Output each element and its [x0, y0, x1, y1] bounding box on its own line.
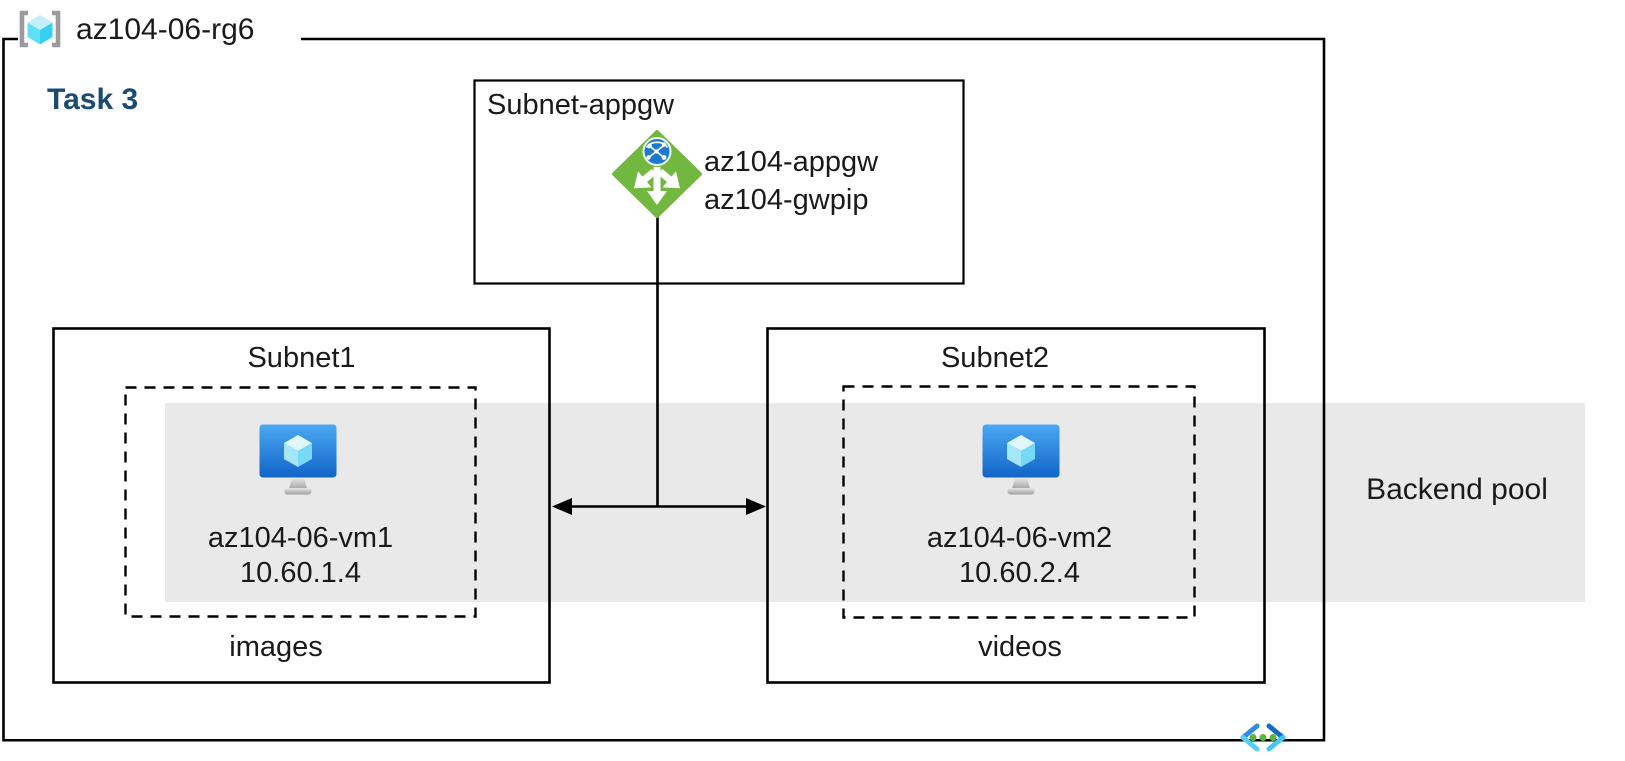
subnet1-label: Subnet1 — [247, 342, 356, 374]
vm1-ip: 10.60.1.4 — [240, 557, 361, 589]
subnet2-backend-target: videos — [978, 631, 1062, 663]
appgw-public-ip-name: az104-gwpip — [704, 184, 869, 216]
resource-group-icon — [19, 10, 61, 48]
appgw-subnet-label: Subnet-appgw — [487, 89, 675, 121]
application-gateway-icon — [612, 130, 702, 218]
vm2-ip: 10.60.2.4 — [959, 557, 1080, 589]
vm1-name: az104-06-vm1 — [207, 522, 394, 554]
virtual-network-icon — [1240, 723, 1286, 752]
resource-group-name: az104-06-rg6 — [76, 13, 255, 46]
virtual-machine-icon — [259, 424, 337, 495]
vm2-name: az104-06-vm2 — [926, 522, 1113, 554]
subnet2-label: Subnet2 — [940, 342, 1050, 374]
subnet1-backend-target: images — [229, 631, 323, 663]
backend-pool-label: Backend pool — [1366, 473, 1548, 506]
task-label: Task 3 — [47, 83, 139, 116]
virtual-machine-icon — [982, 424, 1060, 495]
appgw-name: az104-appgw — [704, 146, 879, 178]
